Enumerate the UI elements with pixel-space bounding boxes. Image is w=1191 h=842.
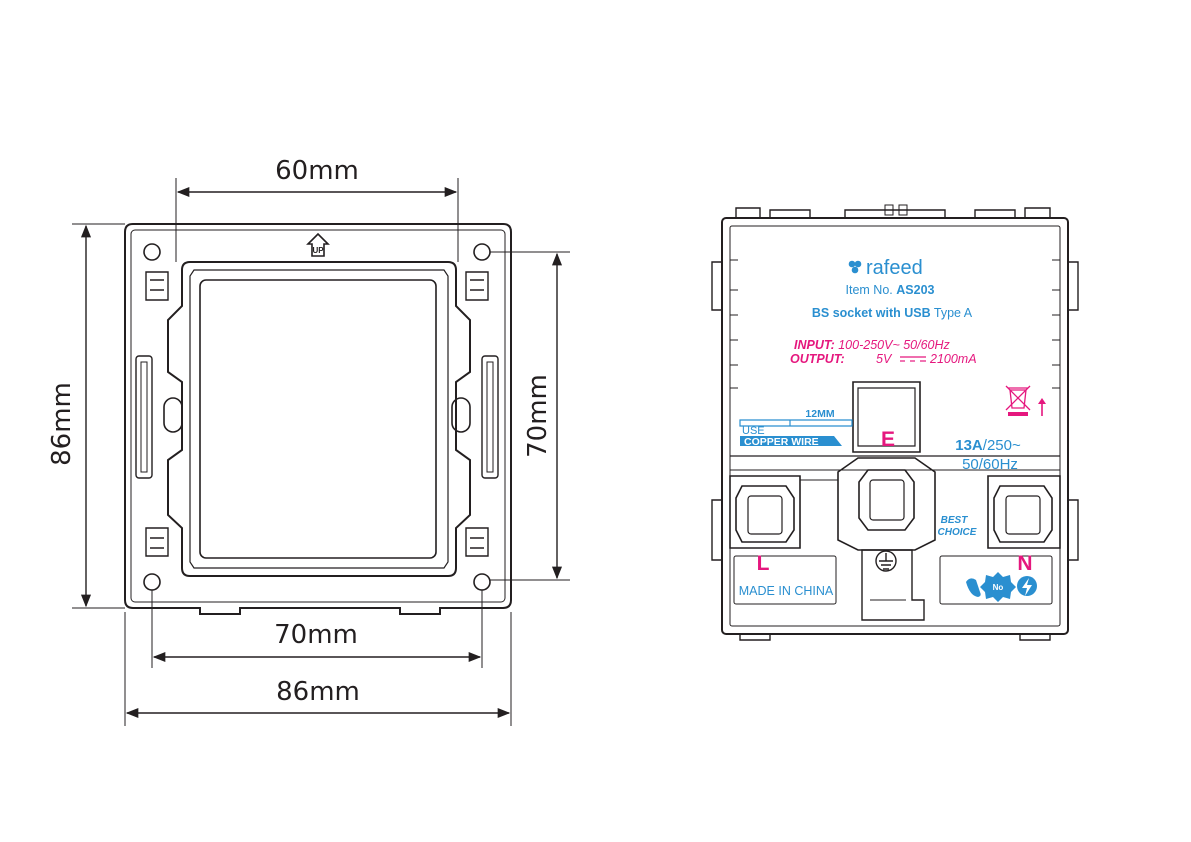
mount-hole-bottom-right [473,573,491,591]
output-current: 2100mA [929,352,977,366]
brand-logo: rafeed [848,257,923,279]
mount-hole-top-left [143,243,161,261]
brand-name: rafeed [866,257,923,279]
dc-symbol-icon [900,356,926,362]
input-spec: INPUT: 100-250V~ 50/60Hz [794,338,951,352]
earth-label: E [881,428,895,451]
made-in-label: MADE IN CHINA [739,584,834,598]
dim-bottom-inner: 70mm [274,620,358,650]
neutral-label: N [1017,552,1032,575]
best-label: BEST [941,515,969,526]
mounting-frame: UP [124,223,512,615]
product-description: BS socket with USB Type A [812,306,973,320]
copper-wire-label: COPPER WIRE [744,436,819,448]
up-arrow-icon: UP [306,232,330,257]
item-number: Item No. AS203 [846,283,935,297]
up-mark-label: UP [312,246,324,255]
svg-text:No: No [993,583,1004,592]
weee-bin-icon [1005,385,1031,416]
check-mark-icon [966,578,981,597]
dim-right-height: 70mm [523,374,553,458]
wire-strip-length: 12MM [805,408,834,420]
use-label: USE [742,425,765,437]
output-spec: OUTPUT: [790,352,845,366]
frequency-rating: 50/60Hz [962,456,1018,473]
choice-label: CHOICE [938,527,977,538]
mount-hole-top-right [473,243,491,261]
current-rating: 13A/250~ [955,437,1021,454]
no-badge-icon: No [980,572,1016,602]
dim-top-width: 60mm [275,156,359,186]
wire-strip-gauge: 12MM USE COPPER WIRE [739,408,853,448]
mount-hole-bottom-left [143,573,161,591]
cert-icons: No [966,572,1037,602]
arrow-up-icon [1038,398,1046,416]
dim-bottom-outer: 86mm [276,677,360,707]
dim-left-height: 86mm [47,382,77,466]
output-voltage: 5V [876,352,893,366]
lightning-icon [1017,576,1037,596]
dimension-lines [72,178,570,726]
earth-screw-icon [875,550,897,572]
socket-back-view [711,204,1079,641]
live-label: L [757,552,770,575]
